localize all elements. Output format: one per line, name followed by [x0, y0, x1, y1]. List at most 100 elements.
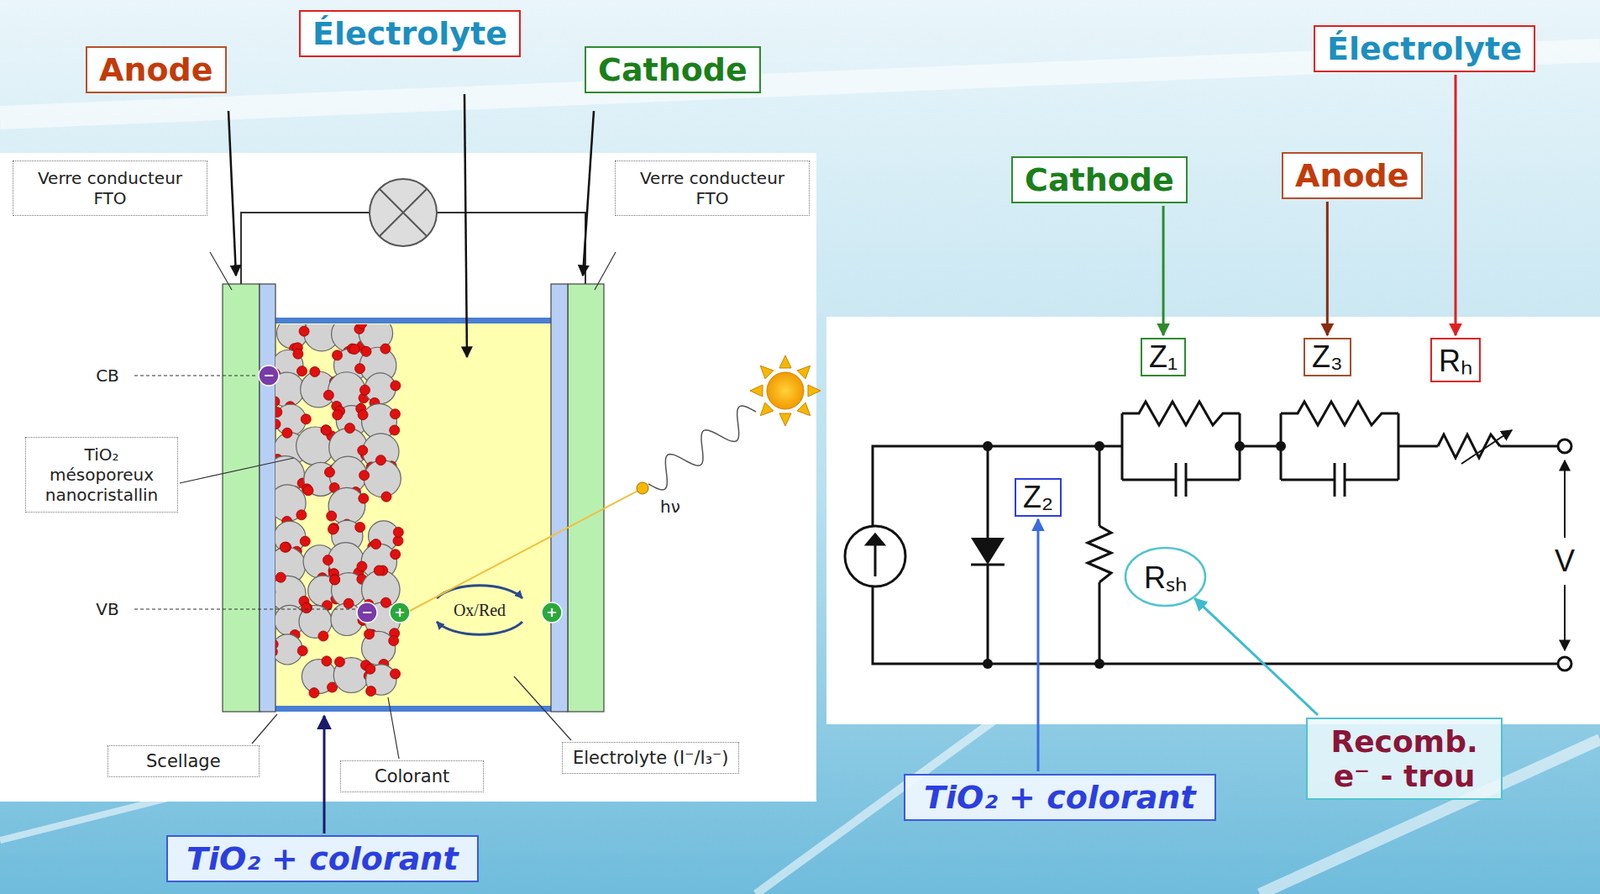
pointer-arrow	[1162, 205, 1165, 336]
terminal	[1558, 656, 1572, 671]
glass-fto	[222, 283, 604, 712]
electrolyte-region	[275, 705, 551, 712]
part-label: Anode	[1281, 152, 1423, 200]
label-text: Rₛₕ	[1143, 556, 1187, 598]
leader-line	[209, 251, 232, 290]
current-source	[844, 525, 906, 587]
tio2-particles	[363, 460, 401, 498]
leader-line	[134, 608, 357, 609]
photon	[409, 487, 643, 611]
tio2-particles	[330, 574, 341, 585]
tio2-particles	[364, 629, 375, 640]
charge-sign: −	[262, 367, 274, 383]
label-text: Anode	[1295, 157, 1410, 195]
capacitor-symbol	[1122, 462, 1240, 497]
charge-carriers	[258, 365, 279, 386]
impedance-label: Z₁	[1140, 337, 1186, 377]
tio2-particles	[361, 346, 372, 357]
redox-cycle	[436, 585, 523, 635]
redox-cycle	[436, 621, 523, 635]
photon	[409, 405, 756, 611]
resistor-symbol	[1087, 525, 1112, 583]
tio2-particles	[318, 630, 329, 641]
circuit-panel	[826, 316, 1600, 724]
callout-box: Verre conducteur FTO	[12, 160, 208, 216]
pointer-arrow	[1454, 74, 1458, 336]
impedance-label: Z₃	[1303, 337, 1352, 377]
tio2-particles	[293, 348, 304, 359]
label-text: Recomb. e⁻ - trou	[1324, 723, 1485, 793]
electrolyte-region	[275, 317, 551, 324]
capacitor-symbol	[1122, 462, 1399, 497]
sun-symbol	[797, 365, 811, 379]
glass-fto	[550, 283, 568, 712]
tio2-particles	[282, 427, 293, 438]
junction-dot	[982, 440, 993, 452]
junction-dot	[1275, 440, 1286, 452]
circuit-wire	[872, 586, 1559, 664]
electrolyte-region	[275, 321, 551, 708]
resistor-symbol	[1437, 434, 1501, 458]
pointer-arrow	[582, 110, 594, 276]
circuit-wire	[1098, 445, 1102, 664]
tio2-particles	[279, 541, 290, 552]
tio2-particles	[303, 485, 314, 496]
label-text: Rₕ	[1438, 339, 1473, 381]
junction-dot	[982, 440, 1286, 669]
leader-line	[594, 251, 616, 290]
terminal	[1558, 439, 1572, 453]
impedance-label: Z₂	[1014, 477, 1062, 517]
background-streaks	[0, 50, 1600, 894]
sun-symbol	[760, 402, 774, 416]
tio2-particles	[381, 491, 392, 502]
label-text: Électrolyte	[1327, 30, 1522, 68]
tio2-particles	[373, 565, 384, 576]
label-text: Z₁	[1148, 339, 1178, 375]
label-text: Verre conducteur FTO	[624, 167, 801, 209]
sun-symbol	[760, 365, 774, 379]
tio2-particles	[393, 526, 404, 537]
part-label: Anode	[85, 46, 227, 94]
tio2-particles	[299, 535, 310, 546]
tio2-particles	[334, 656, 345, 667]
tio2-particles	[321, 655, 332, 667]
charge-carriers	[356, 602, 378, 623]
label-text: TiO₂ + colorant	[186, 839, 459, 877]
photon	[648, 405, 756, 490]
callout-box: Verre conducteur FTO	[614, 160, 810, 216]
junction-dot	[982, 658, 993, 669]
charge-sign: −	[361, 603, 373, 620]
tio2-particles	[324, 466, 335, 478]
illustration-panel	[0, 152, 817, 802]
resistor-symbol	[1461, 430, 1512, 464]
pointer-arrow	[228, 110, 237, 276]
resistor-symbol	[1122, 401, 1240, 425]
callout-box: Scellage	[107, 744, 260, 777]
pointer-arrow	[1036, 519, 1039, 772]
label-text: Verre conducteur FTO	[21, 167, 199, 209]
resistor-symbol	[1280, 401, 1399, 425]
label-text: Z₃	[1311, 339, 1343, 375]
tio2-particles	[275, 396, 280, 407]
band-label: CB	[95, 365, 120, 386]
external-circuit-wire	[241, 212, 370, 284]
tio2-particles	[380, 597, 391, 608]
ellipse-outline	[1125, 547, 1206, 606]
tio2-particles	[275, 419, 281, 430]
resistor-label: Rₛₕ	[1123, 545, 1207, 608]
sun-symbol	[797, 402, 811, 416]
tio2-particles	[275, 571, 286, 583]
sun-symbol	[779, 355, 792, 368]
voltage-label: V	[1552, 543, 1577, 579]
tio2-particles	[390, 668, 401, 679]
photon-label: hν	[660, 496, 681, 517]
charge-carriers	[389, 602, 410, 623]
pointer-arrow	[228, 94, 594, 357]
label-text: Colorant	[374, 765, 450, 787]
part-label: Cathode	[584, 46, 761, 94]
label-text: Cathode	[1024, 161, 1175, 199]
photon	[636, 482, 649, 494]
tio2-particles	[390, 380, 401, 391]
charge-carriers	[258, 365, 562, 623]
tio2-particles	[320, 424, 331, 436]
